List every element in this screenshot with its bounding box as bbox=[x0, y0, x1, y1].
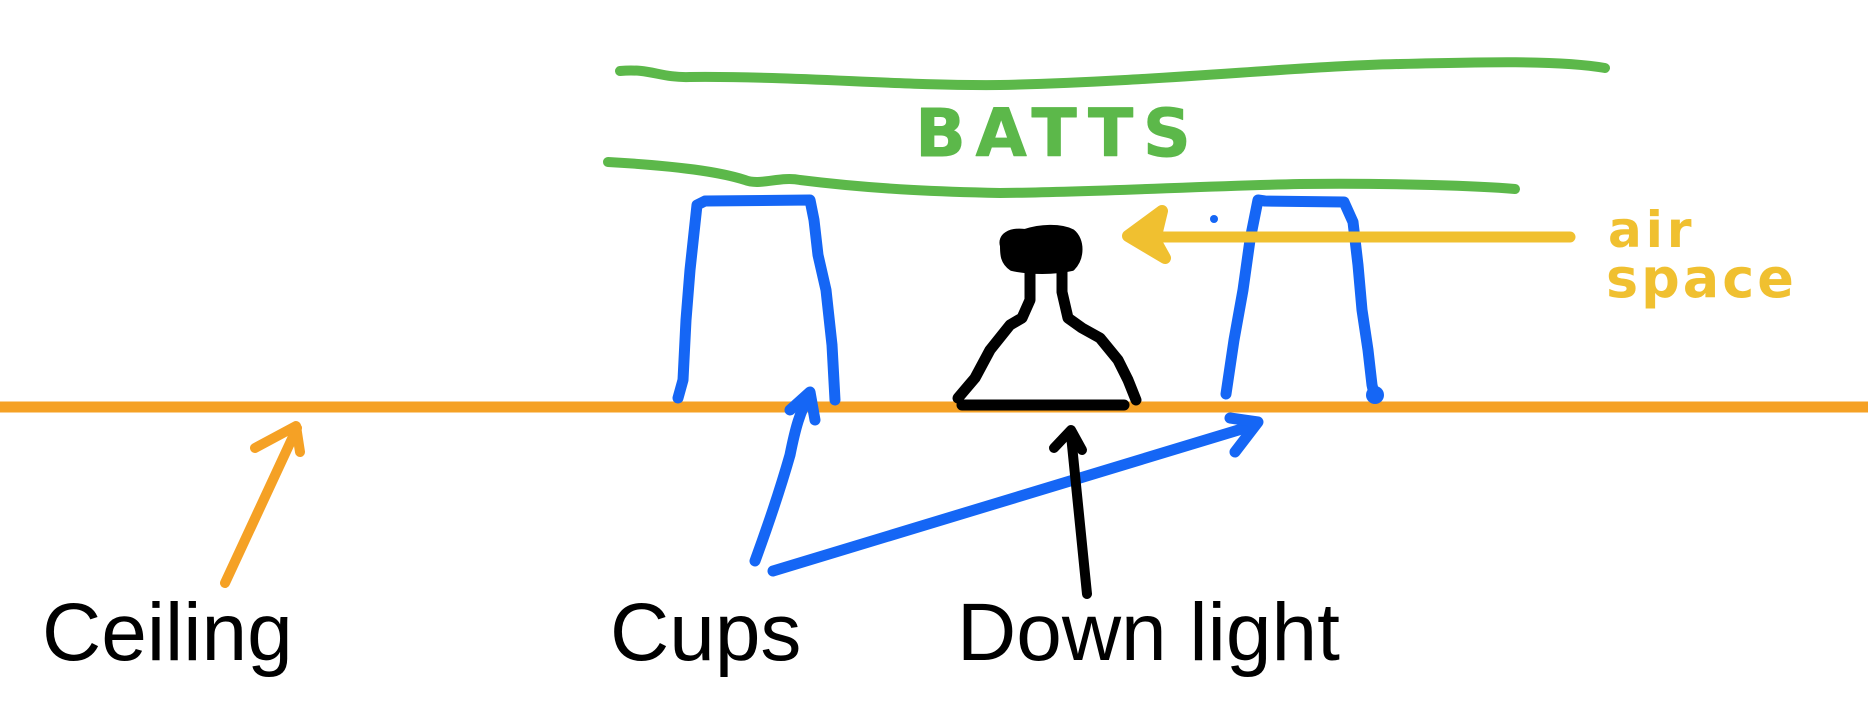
air-space-group: air space bbox=[1122, 201, 1797, 310]
down-light-arrow bbox=[1049, 425, 1092, 599]
down-light-body bbox=[952, 266, 1036, 404]
batts-top-line bbox=[615, 57, 1610, 91]
cups-label: Cups bbox=[610, 587, 801, 678]
pointer-arrows bbox=[220, 386, 1264, 599]
ceiling-label: Ceiling bbox=[42, 587, 293, 678]
cups-arrow-left bbox=[749, 386, 821, 567]
batts-layer: BATTS bbox=[603, 57, 1610, 198]
right-cup bbox=[1220, 194, 1381, 404]
cups-arrow-right bbox=[767, 412, 1264, 577]
batts-bottom-line bbox=[603, 157, 1520, 198]
right-cup-foot bbox=[1366, 386, 1384, 404]
cups-group bbox=[672, 194, 1384, 406]
air-space-label-line1: air bbox=[1608, 201, 1696, 259]
air-space-dot bbox=[1210, 215, 1218, 223]
air-space-label-line2: space bbox=[1606, 247, 1797, 310]
air-space-arrow-head bbox=[1122, 205, 1171, 264]
down-light-cap bbox=[999, 224, 1083, 274]
left-cup bbox=[672, 194, 841, 406]
down-light bbox=[952, 224, 1142, 411]
batts-label: BATTS bbox=[915, 95, 1200, 172]
ceiling-arrow bbox=[220, 421, 305, 588]
down-light-body-right bbox=[1056, 266, 1142, 406]
down-light-label: Down light bbox=[957, 587, 1340, 678]
